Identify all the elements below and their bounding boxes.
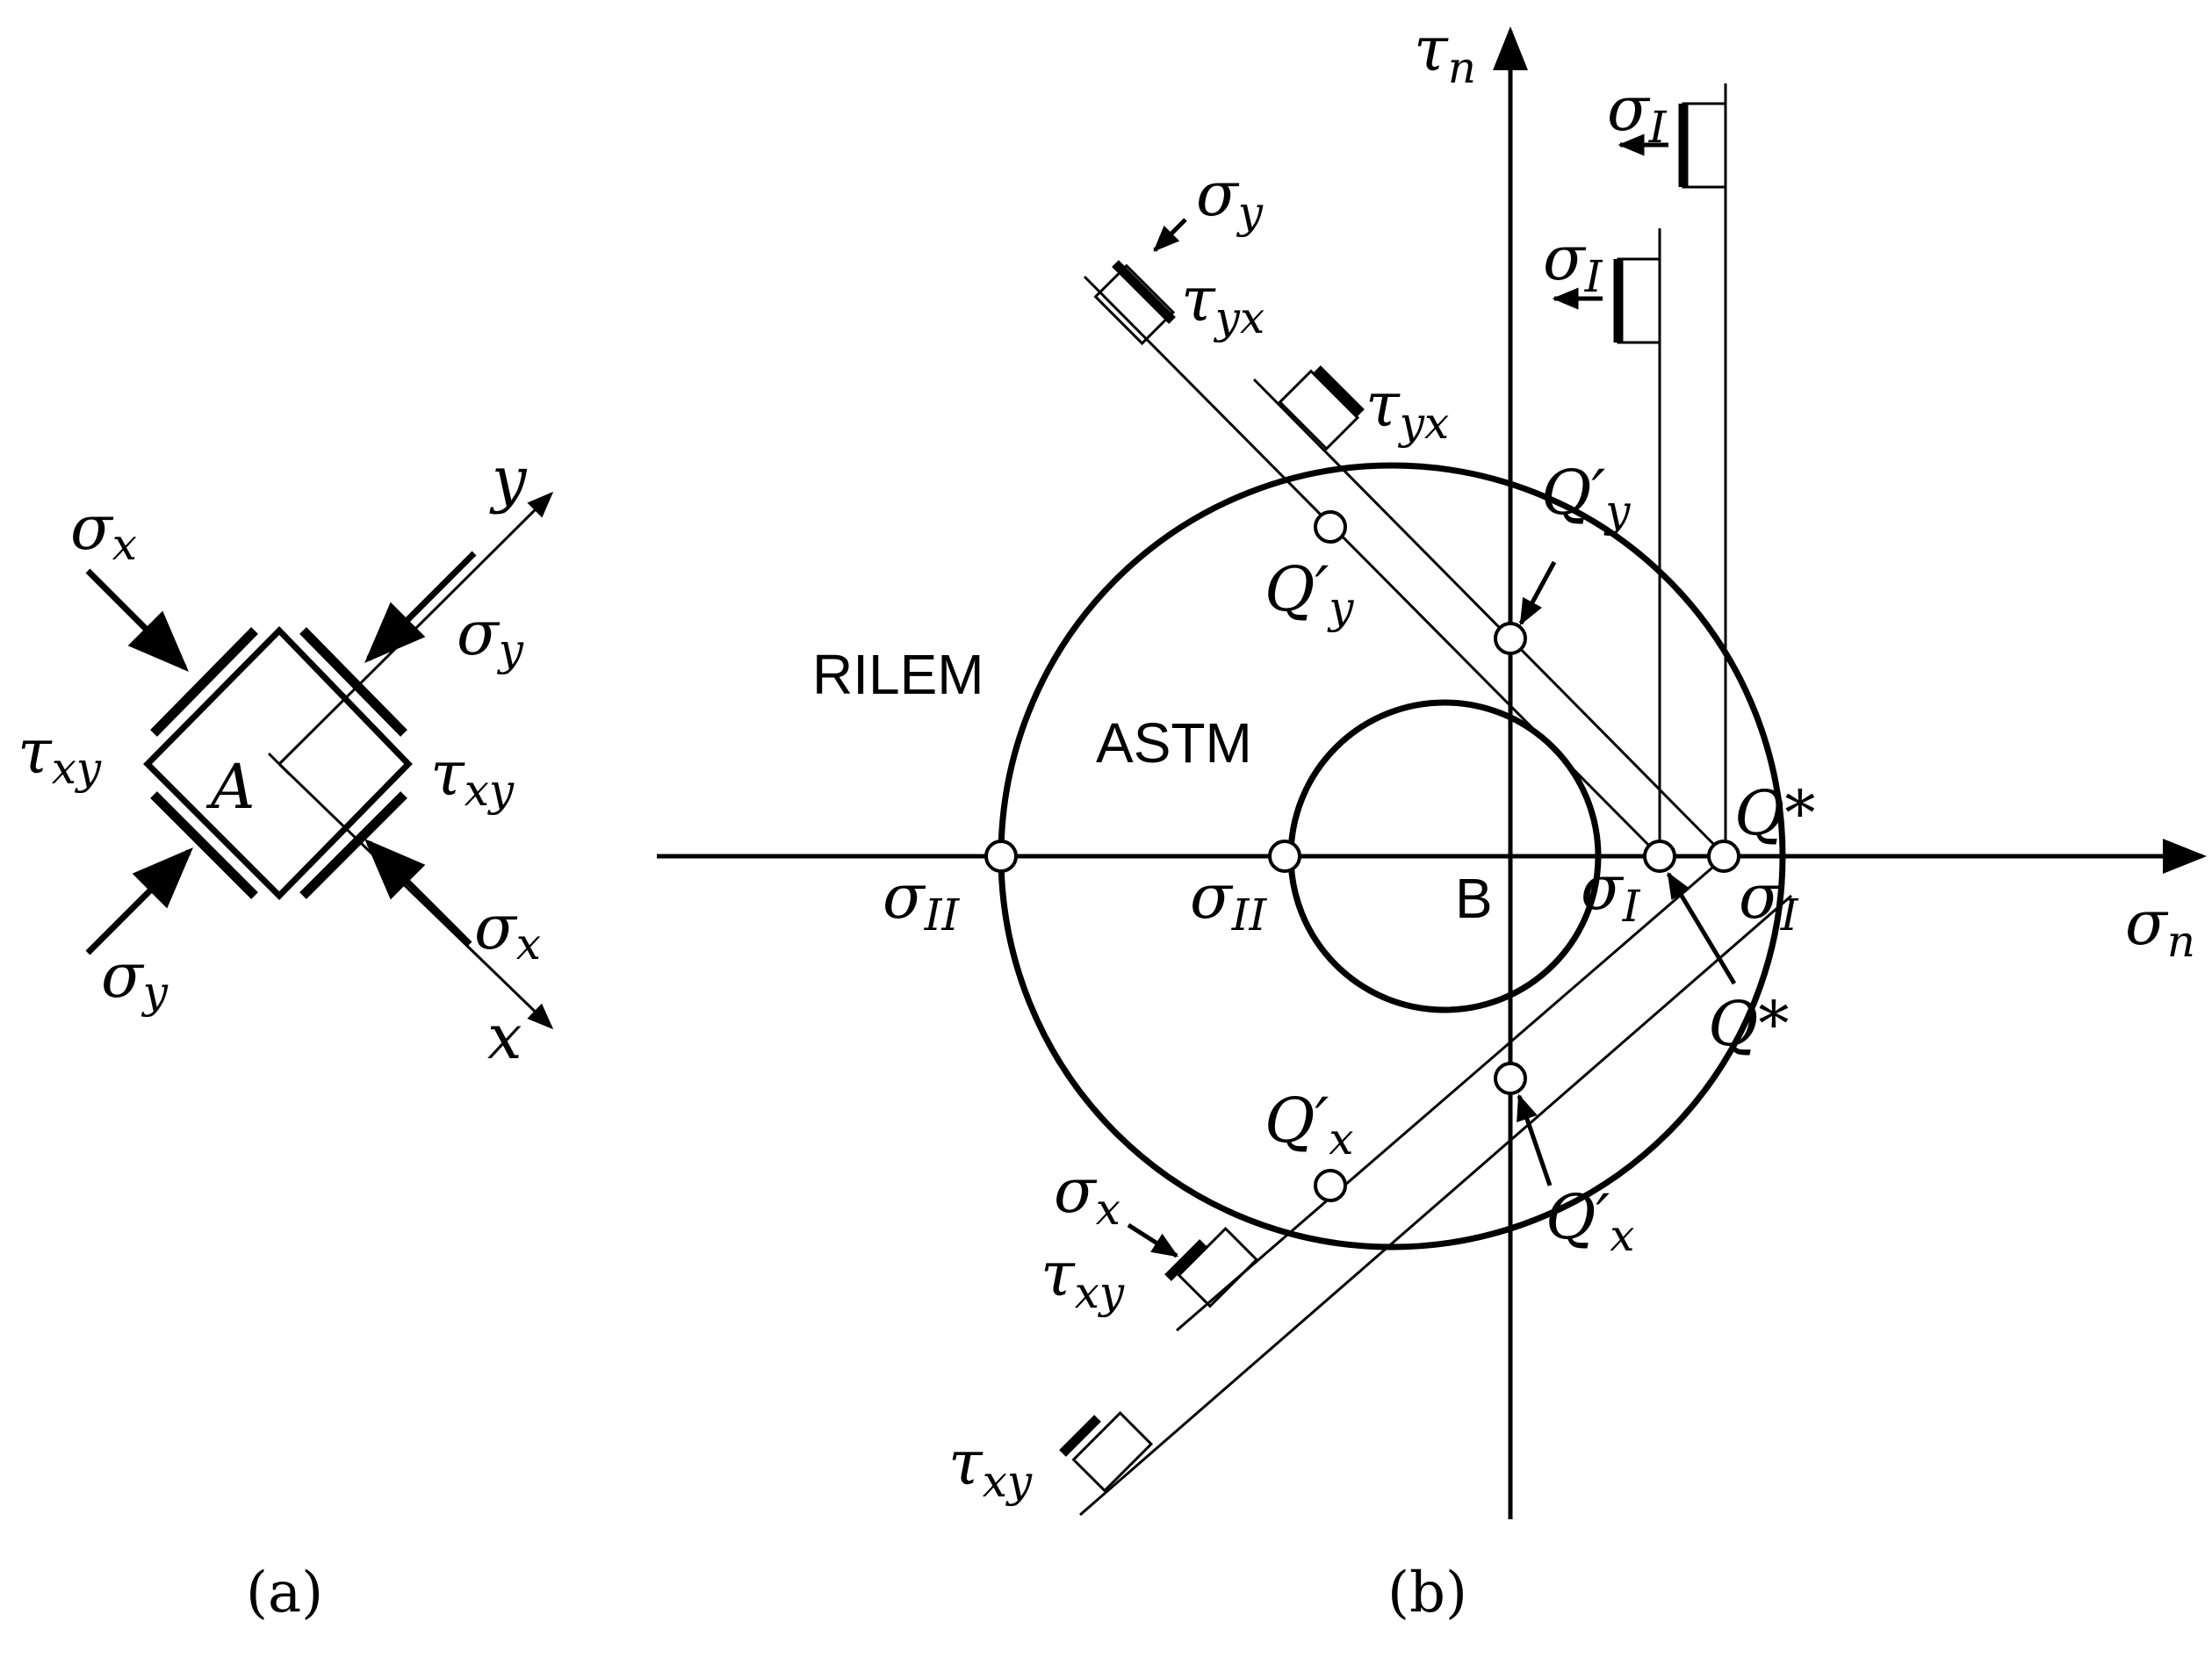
point-sigma-ii-astm xyxy=(1268,840,1301,873)
y-axis-label: y xyxy=(489,443,528,515)
element-tau-xy-bottom xyxy=(1059,1410,1154,1493)
origin-b-label: B xyxy=(1455,867,1493,930)
sigma-x-arrow-lower xyxy=(364,839,472,947)
sigma-i-rilem-label: σI xyxy=(1739,861,1799,941)
origin-tick xyxy=(267,752,292,776)
tau-xy-bar-bottom-right xyxy=(299,791,407,899)
arrow-q-star xyxy=(1666,871,1737,985)
sigma-i-astm-label: σI xyxy=(1581,852,1641,932)
point-q-x-prime-rilem xyxy=(1314,1169,1347,1202)
arrow-q-y-prime-astm xyxy=(1518,560,1557,626)
element-tau-yx-middle xyxy=(1278,365,1365,451)
sigma-x-element-label: σx xyxy=(1054,1155,1120,1235)
tau-xy-bar-bottom-left xyxy=(150,791,258,899)
astm-label: ASTM xyxy=(1096,711,1252,775)
pole-line-y-astm xyxy=(1252,378,1727,858)
rilem-label: RILEM xyxy=(812,643,984,706)
sigma-y-element-label: σy xyxy=(1196,158,1264,238)
tau-yx-middle-element-label: τyx xyxy=(1365,369,1449,449)
sigma-y-label-upper: σy xyxy=(457,597,524,675)
element-sigma-i-top xyxy=(1618,102,1727,189)
q-star-label-lower: Q* xyxy=(1708,988,1789,1060)
q-x-prime-astm-label: Q′x xyxy=(1546,1181,1634,1261)
sigma-x-label-upper: σx xyxy=(70,492,137,570)
point-q-x-prime-astm xyxy=(1494,1062,1527,1095)
point-a-label: A xyxy=(205,751,256,823)
q-star-label-upper: Q* xyxy=(1734,777,1815,849)
panel-a: y x A σx σy τxy τxy σy σx (a) xyxy=(18,443,554,1626)
point-sigma-i-rilem xyxy=(1707,840,1740,873)
caption-a: (a) xyxy=(246,1561,323,1626)
element-sigma-y-tau-yx-upper xyxy=(1093,218,1187,346)
x-axis-label: x xyxy=(487,1001,522,1073)
tau-xy-label-right: τxy xyxy=(430,738,515,816)
sigma-y-arrow-lower xyxy=(85,847,193,955)
sigma-y-label-lower: σy xyxy=(101,940,169,1018)
sigma-ii-rilem-label: σII xyxy=(883,861,961,941)
point-q-y-prime-astm xyxy=(1494,622,1527,655)
tau-xy-lower-element-label: τxy xyxy=(1041,1238,1125,1318)
stress-element xyxy=(143,625,413,900)
q-x-prime-rilem-label: Q′x xyxy=(1265,1085,1353,1164)
sigma-x-arrow-upper xyxy=(85,568,189,672)
tau-xy-bottom-element-label: τxy xyxy=(948,1427,1033,1507)
element-sigma-i-mid xyxy=(1552,257,1661,344)
pole-line-y-rilem xyxy=(1083,275,1661,858)
sigma-ii-astm-label: σII xyxy=(1190,861,1268,941)
tau-xy-bar-top-left xyxy=(150,627,258,737)
sigma-x-label-lower: σx xyxy=(474,891,541,970)
q-y-prime-astm-label: Q′y xyxy=(1541,457,1631,537)
tau-xy-label-left: τxy xyxy=(18,716,102,794)
sigma-n-axis-label: σn xyxy=(2125,887,2195,967)
pole-line-x-rilem xyxy=(1176,854,1726,1332)
pole-line-x-astm xyxy=(1079,894,1792,1517)
point-sigma-ii-rilem xyxy=(984,840,1018,873)
caption-b: (b) xyxy=(1387,1561,1467,1626)
arrow-q-x-prime-astm xyxy=(1517,1093,1553,1186)
panel-b: τn σn B RILEM ASTM σII σII σI σI Q* Q* Q… xyxy=(657,13,2207,1626)
element-sigma-x-tau-xy-lower xyxy=(1127,1222,1259,1308)
tau-n-axis-label: τn xyxy=(1414,13,1476,93)
tau-yx-upper-element-label: τyx xyxy=(1181,263,1265,343)
point-sigma-i-astm xyxy=(1643,840,1676,873)
sigma-i-mid-element-label: σI xyxy=(1543,222,1603,302)
tau-xy-bar-top-right xyxy=(299,627,407,737)
q-y-prime-rilem-label: Q′y xyxy=(1265,553,1354,633)
point-q-y-prime-rilem xyxy=(1314,510,1347,544)
sigma-i-top-element-label: σI xyxy=(1607,73,1668,153)
sigma-y-arrow-upper xyxy=(364,551,477,663)
